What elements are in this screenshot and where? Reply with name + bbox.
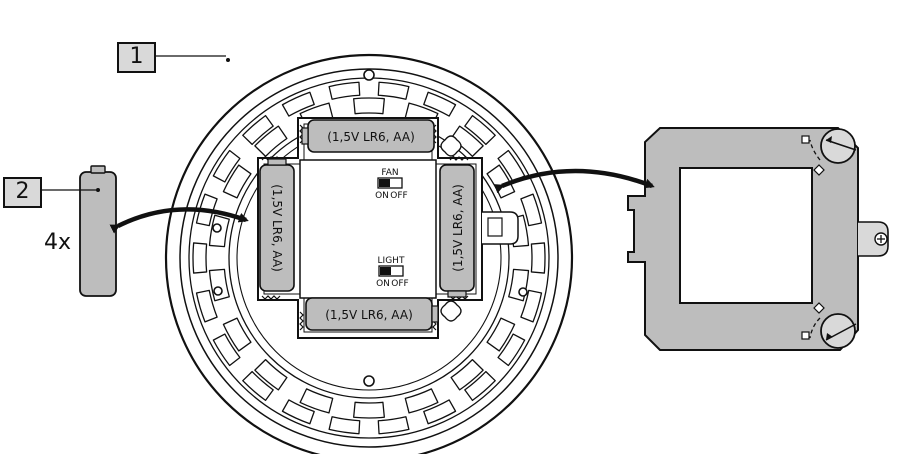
light-switch-off: OFF xyxy=(391,279,408,289)
battery-top-label: (1,5V LR6, AA) xyxy=(327,130,415,144)
fan-switch-off: OFF xyxy=(390,191,407,201)
vent-slot xyxy=(281,91,315,117)
vent-slot xyxy=(195,289,218,323)
vent-slot xyxy=(254,358,288,391)
vent-slot xyxy=(353,401,385,419)
curved-arrow-icon xyxy=(493,168,655,194)
latch-top xyxy=(820,128,856,164)
battery-quantity: 4x xyxy=(44,230,72,255)
vent-slot xyxy=(328,81,361,100)
battery-left-label: (1,5V LR6, AA) xyxy=(270,184,284,272)
vent-slot xyxy=(254,125,288,158)
battery-bottom-label: (1,5V LR6, AA) xyxy=(325,308,413,322)
battery-right-label: (1,5V LR6, AA) xyxy=(451,184,465,272)
fan-switch-title: FAN xyxy=(381,168,398,178)
vent-slot xyxy=(192,242,208,274)
vent-slot xyxy=(497,333,526,367)
vent-slot xyxy=(222,317,252,352)
battery-compartment xyxy=(257,117,519,339)
vent-slot xyxy=(299,388,334,414)
vent-slot xyxy=(242,370,274,402)
vent-slot xyxy=(520,193,543,227)
vent-slot xyxy=(423,91,457,117)
vent-slot xyxy=(353,97,385,115)
vent-slot xyxy=(242,114,274,146)
vent-slot xyxy=(464,114,496,146)
vent-slot xyxy=(377,416,410,435)
fan-switch-on: ON xyxy=(375,191,389,201)
vent-slot xyxy=(520,289,543,323)
battery-left: (1,5V LR6, AA) xyxy=(259,158,295,292)
vent-slot xyxy=(222,164,252,199)
vent-slot xyxy=(212,149,241,183)
vent-slot xyxy=(486,317,516,352)
light-switch-on: ON xyxy=(376,279,390,289)
vent-slot xyxy=(281,399,315,425)
loose-battery-icon xyxy=(79,165,117,297)
latch-bottom xyxy=(820,313,856,349)
vent-slot xyxy=(423,399,457,425)
vent-slot xyxy=(464,370,496,402)
screw-icon xyxy=(874,232,888,246)
battery-cover xyxy=(627,127,889,351)
vent-slot xyxy=(530,242,546,274)
vent-slot xyxy=(328,416,361,435)
callout-receiver: 1 xyxy=(117,42,156,73)
vent-slot xyxy=(377,81,410,100)
vent-slot xyxy=(450,358,484,391)
curved-arrow-icon xyxy=(109,207,249,234)
vent-slot xyxy=(212,333,241,367)
light-switch-title: LIGHT xyxy=(378,256,405,266)
battery-top: (1,5V LR6, AA) xyxy=(301,119,435,153)
vent-slot xyxy=(404,388,439,414)
battery-right: (1,5V LR6, AA) xyxy=(439,164,475,298)
callout-battery: 2 xyxy=(3,177,42,208)
battery-bottom: (1,5V LR6, AA) xyxy=(305,297,439,331)
light-switch[interactable]: LIGHT ON OFF xyxy=(376,256,409,289)
fan-switch[interactable]: FAN ON OFF xyxy=(375,168,408,201)
